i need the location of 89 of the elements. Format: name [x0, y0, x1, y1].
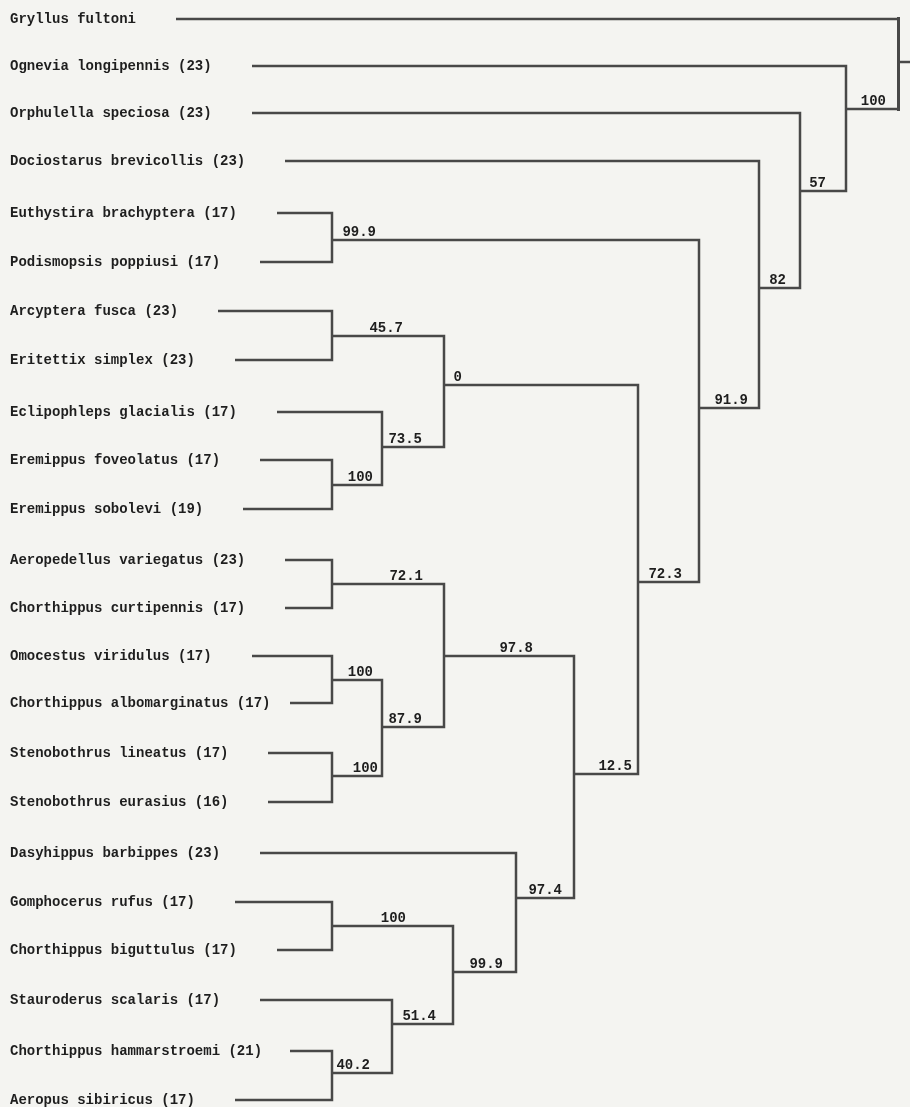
junction-bar: [897, 17, 900, 111]
tree-branch: [332, 447, 384, 487]
tree-branch: [285, 584, 334, 610]
bootstrap-value: 91.9: [714, 393, 748, 407]
tree-branch: [516, 774, 576, 900]
tree-branch: [332, 1024, 394, 1075]
bootstrap-value: 12.5: [598, 759, 632, 773]
taxon-label: Aeropus sibiricus (17): [10, 1093, 195, 1107]
bootstrap-value: 87.9: [388, 712, 422, 726]
taxon-label: Euthystira brachyptera (17): [10, 206, 237, 220]
bootstrap-value: 57: [809, 176, 826, 190]
bootstrap-value: 100: [347, 470, 373, 484]
taxon-label: Aeropedellus variegatus (23): [10, 553, 246, 567]
taxon-label: Stenobothrus eurasius (16): [10, 795, 229, 809]
bootstrap-value: 82: [769, 273, 786, 287]
taxon-label: Dasyhippus barbippes (23): [10, 846, 221, 860]
tree-branch: [332, 238, 701, 408]
tree-branch: [268, 776, 334, 804]
tree-branch: [638, 408, 701, 584]
tree-branch: [332, 924, 455, 972]
bootstrap-value: 45.7: [369, 321, 403, 335]
bootstrap-value: 100: [352, 761, 378, 775]
tree-branch: [176, 17, 898, 21]
bootstrap-value: 73.5: [388, 432, 422, 446]
tree-branch: [699, 288, 761, 410]
taxon-label: Eclipophleps glacialis (17): [10, 405, 237, 419]
tree-branch: [252, 64, 848, 109]
taxon-label: Dociostarus brevicollis (23): [10, 154, 246, 168]
tree-branch: [290, 680, 334, 705]
bootstrap-value: 0: [453, 370, 462, 384]
taxon-label: Orphulella speciosa (23): [10, 106, 212, 120]
bootstrap-value: 97.8: [499, 641, 533, 655]
tree-branch: [574, 582, 640, 776]
tree-branch: [332, 582, 446, 656]
tree-branch: [260, 240, 334, 264]
bootstrap-value: 72.1: [389, 569, 423, 583]
tree-branch: [332, 727, 384, 778]
taxon-label: Eremippus foveolatus (17): [10, 453, 221, 467]
tree-branch: [277, 410, 384, 447]
tree-branch: [260, 998, 394, 1024]
tree-branch: [235, 900, 334, 926]
bootstrap-value: 100: [380, 911, 406, 925]
bootstrap-value: 51.4: [402, 1009, 436, 1023]
taxon-label: Ognevia longipennis (23): [10, 59, 212, 73]
tree-branch: [277, 211, 334, 240]
bootstrap-value: 99.9: [469, 957, 503, 971]
tree-branch: [285, 558, 334, 584]
tree-branch: [243, 485, 334, 511]
bootstrap-value: 100: [860, 94, 886, 108]
taxon-label: Chorthippus hammarstroemi (21): [10, 1044, 263, 1058]
taxon-label: Chorthippus curtipennis (17): [10, 601, 246, 615]
tree-branch: [759, 191, 802, 290]
taxon-label: Gryllus fultoni: [10, 12, 137, 26]
taxon-label: Podismopsis poppiusi (17): [10, 255, 221, 269]
tree-branch: [235, 1073, 334, 1102]
tree-branch: [285, 159, 761, 288]
taxon-label: Stauroderus scalaris (17): [10, 993, 221, 1007]
taxon-label: Eremippus sobolevi (19): [10, 502, 204, 516]
tree-branch: [218, 309, 334, 336]
tree-branch: [332, 334, 446, 385]
tree-branch: [392, 972, 455, 1026]
taxon-label: Chorthippus albomarginatus (17): [10, 696, 271, 710]
tree-branch: [382, 385, 446, 449]
tree-branch: [260, 458, 334, 485]
tree-branch: [277, 926, 334, 952]
bootstrap-value: 99.9: [342, 225, 376, 239]
tree-branch: [382, 656, 446, 729]
taxon-label: Gomphocerus rufus (17): [10, 895, 195, 909]
tree-branch: [453, 898, 518, 974]
tree-branch: [800, 109, 848, 193]
tree-branch: [846, 107, 898, 111]
tree-branch: [444, 654, 576, 774]
taxon-label: Stenobothrus lineatus (17): [10, 746, 229, 760]
tree-branch: [290, 1049, 334, 1073]
taxon-label: Arcyptera fusca (23): [10, 304, 179, 318]
tree-branch: [252, 654, 334, 680]
tree-branch: [444, 383, 640, 582]
tree-branch: [268, 751, 334, 776]
tree-branch: [252, 111, 802, 191]
bootstrap-value: 40.2: [336, 1058, 370, 1072]
taxon-label: Chorthippus biguttulus (17): [10, 943, 237, 957]
bootstrap-value: 100: [347, 665, 373, 679]
taxon-label: Eritettix simplex (23): [10, 353, 195, 367]
bootstrap-value: 72.3: [648, 567, 682, 581]
tree-branch: [260, 851, 518, 898]
bootstrap-value: 97.4: [528, 883, 562, 897]
tree-branch: [332, 678, 384, 727]
taxon-label: Omocestus viridulus (17): [10, 649, 212, 663]
tree-branch: [235, 336, 334, 362]
